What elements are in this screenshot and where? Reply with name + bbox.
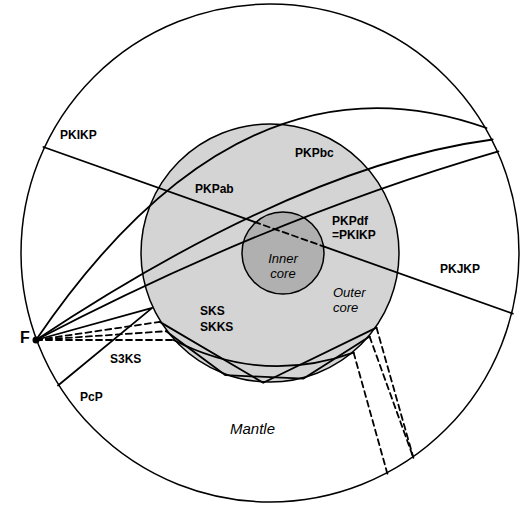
ray-label: PKPdf =PKIKP <box>332 214 382 242</box>
layer-circle <box>242 212 324 294</box>
ray-skks-core <box>160 322 377 383</box>
region-name: Outer core <box>333 286 379 316</box>
ray-label: PKIKP <box>60 128 97 142</box>
ray-label: S3KS <box>110 352 141 366</box>
ray-sks-mantle <box>36 339 173 341</box>
ray-skks-mantle <box>36 322 160 340</box>
ray-pkpbc <box>36 140 493 341</box>
inner-core-region: Inner core <box>241 211 325 295</box>
ray-skks-exit <box>377 328 414 458</box>
ray-label: PKPab <box>195 182 234 196</box>
ray-s3ks-mantle <box>36 331 166 340</box>
focus-label: F <box>20 331 30 345</box>
focus-dot <box>33 337 40 344</box>
ray-label: PKJKP <box>440 262 480 276</box>
ray-label: SKS <box>200 304 225 318</box>
ray-label: PcP <box>80 390 103 404</box>
ray-label: PKPbc <box>295 146 334 160</box>
layer-circle <box>141 124 399 382</box>
outer-core-region: Inner coreOuter core <box>140 123 400 383</box>
ray-pcp <box>36 308 152 386</box>
region-name: Mantle <box>230 420 310 437</box>
ray-label: SKKS <box>200 320 233 334</box>
ray-pkiab <box>36 108 487 340</box>
ray-pkpdf <box>36 151 498 340</box>
ray-pkjkp <box>325 247 513 314</box>
layer-circle <box>21 4 519 502</box>
mantle-region: Inner coreOuter coreMantle <box>20 3 520 503</box>
region-name: Inner core <box>258 252 308 282</box>
ray-sks-core <box>173 340 353 366</box>
ray-sks-exit <box>354 353 388 474</box>
ray-s3ks-core <box>166 331 369 378</box>
ray-s3ks-exit <box>370 337 414 458</box>
ray-pkjkp-inner <box>254 222 325 247</box>
ray-pkikp <box>43 147 254 222</box>
